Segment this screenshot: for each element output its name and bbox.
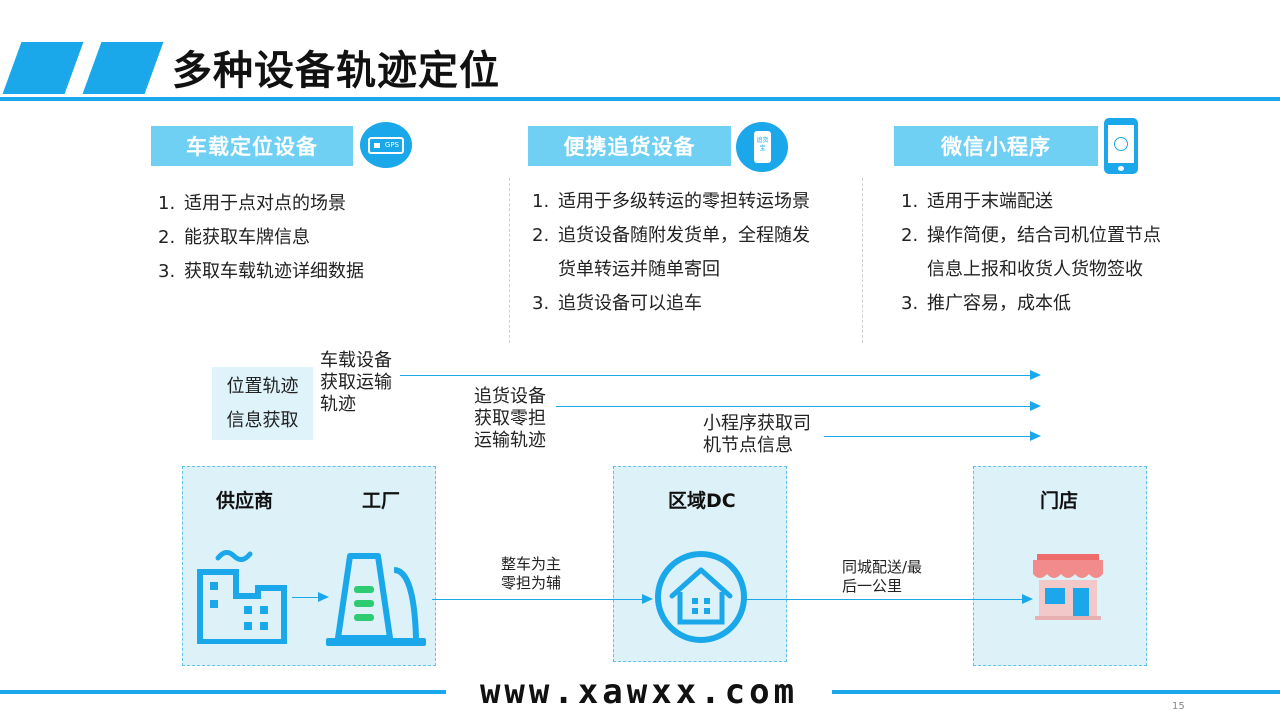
feature-text: 能获取车牌信息 [184,227,310,248]
miniapp-tracking-note: 小程序获取司机节点信息 [703,413,811,456]
supplier-label: 供应商 [216,490,274,512]
mini-program-phone-icon [1104,118,1138,174]
tracking-box-line: 位置轨迹 [226,376,299,397]
arrow-head [1022,594,1033,604]
supplier-building-icon [197,550,287,644]
store-front-icon [1033,554,1103,620]
vehicle-tracking-arrow [400,375,1030,376]
column-divider [509,178,510,343]
device-label-vehicle: 车载定位设备 [151,126,353,166]
feature-number: 3. [532,293,550,314]
title-stripe-right [82,42,164,94]
feature-number [901,253,927,287]
device-label-tracker: 便携追货设备 [528,126,731,166]
regional-dc-label: 区域DC [668,490,736,512]
trunk-transport-note: 整车为主零担为辅 [501,555,562,592]
feature-number: 3. [158,261,176,282]
feature-item: 货单转运并随单寄回 [532,253,810,287]
tracker-icon-text: 追货宝 [754,131,771,163]
feature-text: 追货设备可以追车 [558,293,702,314]
feature-text: 获取车载轨迹详细数据 [184,261,364,282]
store-label: 门店 [1040,490,1079,512]
feature-item: 3. 获取车载轨迹详细数据 [158,255,364,289]
tracking-info-box: 位置轨迹 信息获取 [212,367,313,440]
footer-watermark: www.xawxx.com [479,672,799,712]
feature-number: 1. [532,191,550,212]
title-underline [0,97,1280,101]
tracker-tracking-note: 追货设备获取零担运输轨迹 [474,386,546,451]
feature-text: 推广容易，成本低 [927,293,1071,314]
origin-node [182,466,436,666]
arrow-head [642,594,653,604]
feature-item: 1. 适用于末端配送 [901,185,1161,219]
gps-icon-text: GPS [384,141,399,149]
page-title: 多种设备轨迹定位 [172,48,500,94]
feature-text: 货单转运并随单寄回 [558,259,720,280]
feature-item: 2. 操作简便，结合司机位置节点 [901,219,1161,253]
warehouse-icon [655,551,747,643]
feature-item: 信息上报和收货人货物签收 [901,253,1161,287]
column-divider [862,178,863,343]
feature-text: 适用于点对点的场景 [184,193,346,214]
gps-device-icon: GPS [360,122,412,168]
feature-item: 3. 追货设备可以追车 [532,287,810,321]
device-label-miniapp: 微信小程序 [894,126,1098,166]
factory-tower-icon [326,553,426,646]
miniapp-feature-list: 1. 适用于末端配送 2. 操作简便，结合司机位置节点信息上报和收货人货物签收 3. 推广… [901,185,1161,321]
arrow-head [1030,370,1041,380]
feature-item: 3. 推广容易，成本低 [901,287,1161,321]
feature-item: 2. 追货设备随附发货单，全程随发 [532,219,810,253]
vehicle-feature-list: 1. 适用于点对点的场景 2. 能获取车牌信息 3. 获取车载轨迹详细数据 [158,187,364,289]
tracker-tracking-arrow [556,406,1030,407]
feature-number: 2. [532,225,550,246]
vehicle-tracking-note: 车载设备获取运输轨迹 [320,350,392,415]
miniapp-tracking-arrow [824,436,1030,437]
arrow-head [1030,401,1041,411]
feature-text: 操作简便，结合司机位置节点 [927,225,1161,246]
page-number: 15 [1172,701,1185,712]
title-stripe-left [2,42,84,94]
footer-rule-right [832,690,1280,694]
factory-label: 工厂 [362,490,401,512]
arrow-head [318,592,329,602]
footer-rule-left [0,690,446,694]
supplier-to-factory-arrow [292,597,318,598]
feature-text: 适用于多级转运的零担转运场景 [558,191,810,212]
feature-number: 1. [901,191,919,212]
tracking-box-line: 信息获取 [226,410,299,431]
feature-number: 2. [158,227,176,248]
tracker-feature-list: 1. 适用于多级转运的零担转运场景 2. 追货设备随附发货单，全程随发货单转运并随单寄… [532,185,810,321]
feature-text: 信息上报和收货人货物签收 [927,259,1143,280]
regional-dc-node [613,466,787,662]
feature-number [532,253,558,287]
feature-number: 3. [901,293,919,314]
last-mile-note: 同城配送/最后一公里 [842,558,923,595]
feature-item: 1. 适用于点对点的场景 [158,187,364,221]
feature-item: 1. 适用于多级转运的零担转运场景 [532,185,810,219]
feature-item: 2. 能获取车牌信息 [158,221,364,255]
tracker-tag-icon: 追货宝 [736,122,788,172]
dc-to-store-arrow [746,599,1022,600]
feature-text: 追货设备随附发货单，全程随发 [558,225,810,246]
feature-text: 适用于末端配送 [927,191,1053,212]
factory-to-dc-arrow [432,599,642,600]
arrow-head [1030,431,1041,441]
feature-number: 2. [901,225,919,246]
feature-number: 1. [158,193,176,214]
